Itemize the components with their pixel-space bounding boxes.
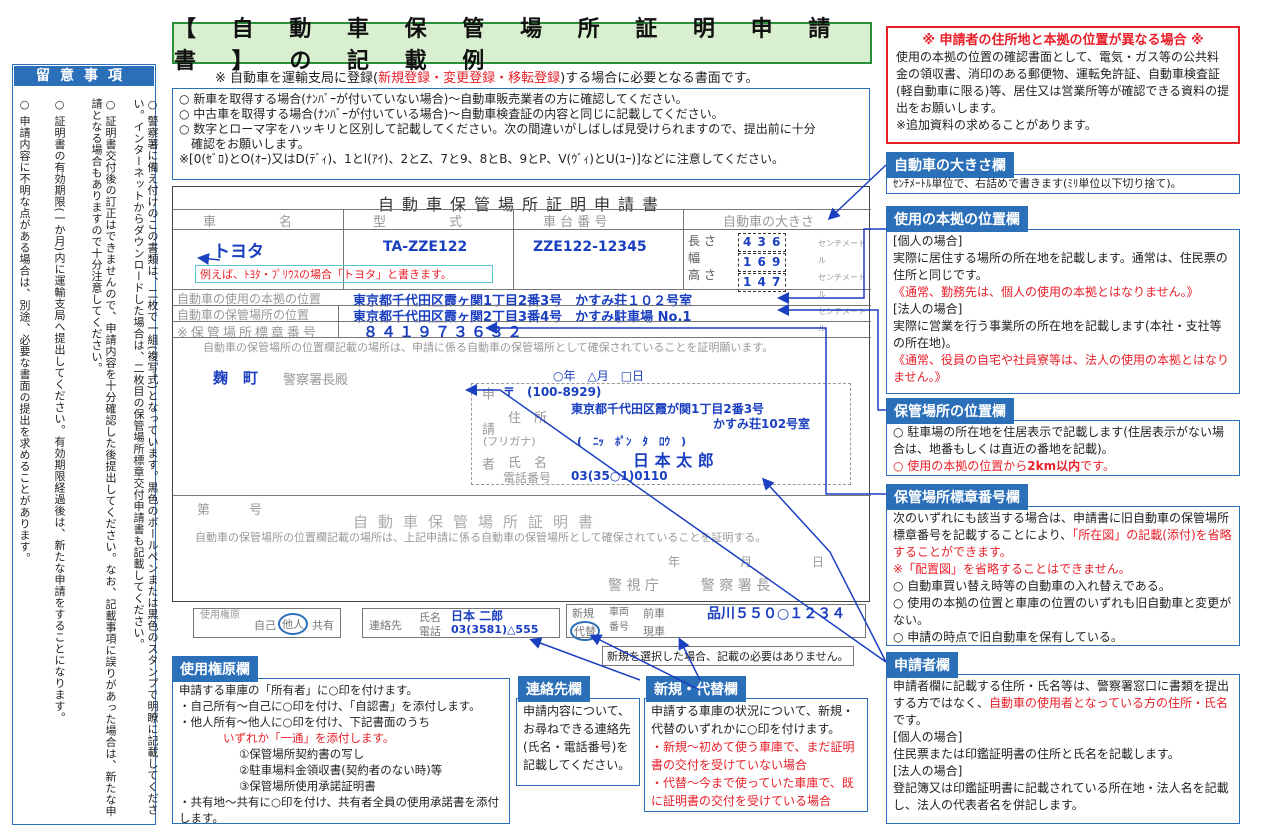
instruction-line: 確認をお願いします。 xyxy=(179,137,310,151)
cert-issuer: 警 視 庁 警 察 署 長 xyxy=(608,578,771,594)
address-label: 住 所 xyxy=(508,411,548,426)
new-alt-field: 新規 代替 車両番号 前車 現車 品川５５０○１２３４ xyxy=(566,604,866,641)
col-header-chassis: 車 台 番 号 xyxy=(543,215,608,230)
storage-section-header: 保管場所の位置欄 xyxy=(886,398,1014,424)
car-name-value: トヨタ xyxy=(213,242,264,262)
address-line1: 東京都千代田区霞が関1丁目2番3号 xyxy=(571,402,765,416)
police-station: 麹 町 xyxy=(213,369,259,387)
notes-panel-header: 留意事項 xyxy=(14,66,154,86)
col-header-name: 車 名 xyxy=(203,215,299,230)
furigana-label: (フリガナ) xyxy=(483,435,536,448)
new-alt-section-body: 申請する車庫の状況について、新規・代替のいずれかに○印を付けます。・新規～初めて… xyxy=(644,698,868,812)
note-column: ○ 申請内容に不明な点がある場合は、別途、必要な書面の提出を求めることがあります… xyxy=(18,98,31,564)
model-value: TA-ZZE122 xyxy=(383,239,468,255)
usage-right-field: 使用権原 自己 他人 共有 xyxy=(193,608,341,638)
instruction-line: ○ 中古車を取得する場合(ﾅﾝﾊﾞｰが付いている場合)～自動車検査証の内容と同じ… xyxy=(179,107,724,121)
option-other[interactable]: 他人 xyxy=(278,613,308,635)
chassis-value: ZZE122-12345 xyxy=(533,239,647,255)
col-header-model: 型 式 xyxy=(373,215,469,230)
base-label: 自動車の使用の本拠の位置 xyxy=(177,292,322,306)
usage-right-section-header: 使用権原欄 xyxy=(172,656,258,682)
application-date: ○年 △月 □日 xyxy=(553,369,645,383)
notes-panel xyxy=(12,64,156,825)
address-line2: かすみ荘102号室 xyxy=(713,417,811,431)
contact-name: 日本 二郎 xyxy=(451,609,504,623)
contact-section-body: 申請内容について、お尋ねできる連絡先(氏名・電話番号)を記載してください。 xyxy=(516,698,640,786)
applicant-side-label: 申請者 xyxy=(479,387,494,492)
mark-section-header: 保管場所標章番号欄 xyxy=(886,484,1028,510)
applicant-section-header: 申請者欄 xyxy=(886,652,958,678)
cert-number: 第 号 xyxy=(197,503,263,518)
usage-right-section-body: 申請する車庫の「所有者」に○印を付けます。 ・自己所有～自己に○印を付け、「自認… xyxy=(172,678,510,825)
option-new[interactable]: 新規 xyxy=(572,607,594,620)
name-value: 日 本 太 郎 xyxy=(633,451,714,470)
mark-section-body: 次のいずれにも該当する場合は、申請書に旧自動車の保管場所標章番号を記載することに… xyxy=(886,506,1240,646)
application-form: 自動車保管場所証明申請書 車 名 型 式 車 台 番 号 自動車の大きさ トヨタ… xyxy=(172,186,871,602)
instruction-line: ※[0(ｾﾞﾛ)とO(ｵｰ)又はD(ﾃﾞｨ)、1とl(ｱｲ)、2とZ、7と9、8… xyxy=(179,152,785,166)
storage-label: 自動車の保管場所の位置 xyxy=(177,308,310,322)
new-note: 新規を選択した場合、記載の必要はありません。 xyxy=(602,646,854,666)
mark-value: ８４１９７３６３２ xyxy=(363,323,526,341)
police-suffix: 警察署長殿 xyxy=(283,373,349,388)
storage-section-body: ○ 駐車場の所在地を住居表示で記載します(住居表示がない場合は、地番もしくは直近… xyxy=(886,420,1240,476)
cert-date: 年 月 日 xyxy=(668,555,837,569)
request-text: 自動車の保管場所の位置欄記載の場所は、申請に係る自動車の保管場所として確保されて… xyxy=(203,341,774,354)
note-column: ○ 警察署に備え付けのこの書類は、二枚で一組(複写式)となっています。黒色のボー… xyxy=(132,98,159,816)
new-alt-section-header: 新規・代替欄 xyxy=(646,676,746,702)
size-labels: 長 さ幅高 さ xyxy=(688,234,716,282)
furigana-value: ( ﾆｯ ﾎﾟﾝ ﾀ ﾛｳ ) xyxy=(577,435,687,448)
contact-field: 連絡先 氏名 日本 二郎 電話 03(3581)△555 xyxy=(362,608,560,638)
base-section-header: 使用の本拠の位置欄 xyxy=(886,206,1028,232)
instruction-line: ○ 数字とローマ字をハッキリと区別して記載してください。次の間違いがしばしば見受… xyxy=(179,122,816,136)
cert-heading: 自動車保管場所証明書 xyxy=(353,513,604,531)
base-section-body: [個人の場合]実際に居住する場所の所在地を記載します。通常は、住民票の住所と同じ… xyxy=(886,229,1240,394)
note-column: ○ 証明書交付後の訂正はできませんので、申請内容を十分確認した後提出してください… xyxy=(90,98,117,817)
page-subtitle: ※ 自動車を運輸支局に登録(新規登録・変更登録・移転登録)する場合に必要となる書… xyxy=(215,71,759,86)
contact-tel: 03(3581)△555 xyxy=(451,623,539,636)
applicant-section-body: 申請者欄に記載する住所・氏名等は、警察署窓口に書類を提出する方ではなく、自動車の… xyxy=(886,674,1240,824)
instruction-line: ○ 新車を取得する場合(ﾅﾝﾊﾞｰが付いていない場合)～自動車販売業者の方に確認… xyxy=(179,92,688,106)
tel-label: 電話番号 xyxy=(503,471,552,485)
size-section-body: ｾﾝﾁﾒｰﾄﾙ単位で、右詰めで書きます(ﾐﾘ単位以下切り捨て)。 xyxy=(886,174,1240,194)
car-name-example: 例えば、ﾄﾖﾀ・ﾌﾟﾘｳｽの場合「トヨタ」と書きます。 xyxy=(195,265,493,283)
col-header-size: 自動車の大きさ xyxy=(723,215,815,230)
cert-text: 自動車の保管場所の位置欄記載の場所は、上記申請に係る自動車の保管場所として確保さ… xyxy=(195,531,767,544)
instructions-box: ○ 新車を取得する場合(ﾅﾝﾊﾞｰが付いていない場合)～自動車販売業者の方に確認… xyxy=(172,88,870,180)
name-label: 氏 名 xyxy=(508,456,548,471)
tel-value: 03(35○1)0110 xyxy=(571,469,668,483)
note-column: ○ 証明書の有効期限(一か月)内に運輸支局へ提出してください。有効期限経過後は、… xyxy=(53,98,66,724)
option-shared[interactable]: 共有 xyxy=(312,619,334,632)
warning-box: ※ 申請者の住所地と本拠の位置が異なる場合 ※ 使用の本拠の位置の確認書面として… xyxy=(886,26,1240,144)
option-self[interactable]: 自己 xyxy=(254,619,276,632)
contact-section-header: 連絡先欄 xyxy=(518,676,590,702)
size-section-header: 自動車の大きさ欄 xyxy=(886,152,1014,178)
postal-code: 〒 (100-8929) xyxy=(503,385,602,399)
plate-number: 品川５５０○１２３４ xyxy=(707,606,846,622)
applicant-box xyxy=(471,383,851,485)
